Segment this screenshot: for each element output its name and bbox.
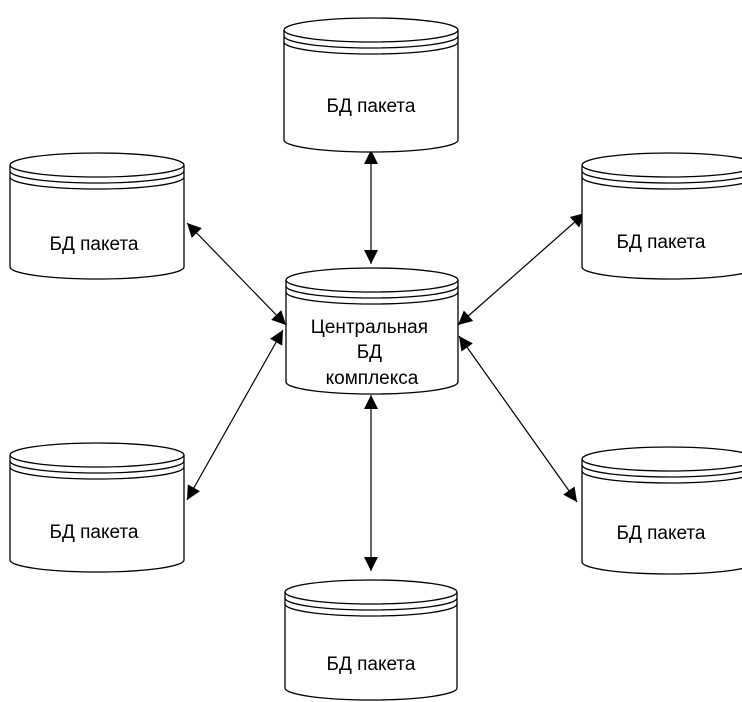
connector-top-right <box>457 212 586 326</box>
package-database-label: БД пакета <box>327 96 416 117</box>
central-database-label: Центральная БД комплекса <box>311 317 434 389</box>
central-label-line-1: Центральная <box>311 317 428 338</box>
package-database-label: БД пакета <box>617 523 706 544</box>
package-database-top: БД пакета <box>283 17 459 153</box>
package-database-label: БД пакета <box>50 234 139 255</box>
package-database-top-left: БД пакета <box>9 152 185 280</box>
package-database-label: БД пакета <box>50 522 139 543</box>
package-database-bottom-left: БД пакета <box>9 442 185 573</box>
connectors <box>186 150 586 571</box>
connector-bottom-right <box>458 335 578 503</box>
package-database-bottom-right: БД пакета <box>581 446 742 575</box>
package-database-bottom: БД пакета <box>284 579 458 701</box>
connector-top-left <box>186 222 287 326</box>
central-database: Центральная БД комплекса <box>285 267 459 395</box>
package-database-top-right: БД пакета <box>581 152 742 280</box>
connector-bottom-left <box>186 329 284 501</box>
central-label-line-3: комплекса <box>326 368 419 389</box>
central-label-line-2: БД <box>357 342 382 363</box>
package-database-label: БД пакета <box>327 654 416 675</box>
package-database-label: БД пакета <box>617 232 706 253</box>
